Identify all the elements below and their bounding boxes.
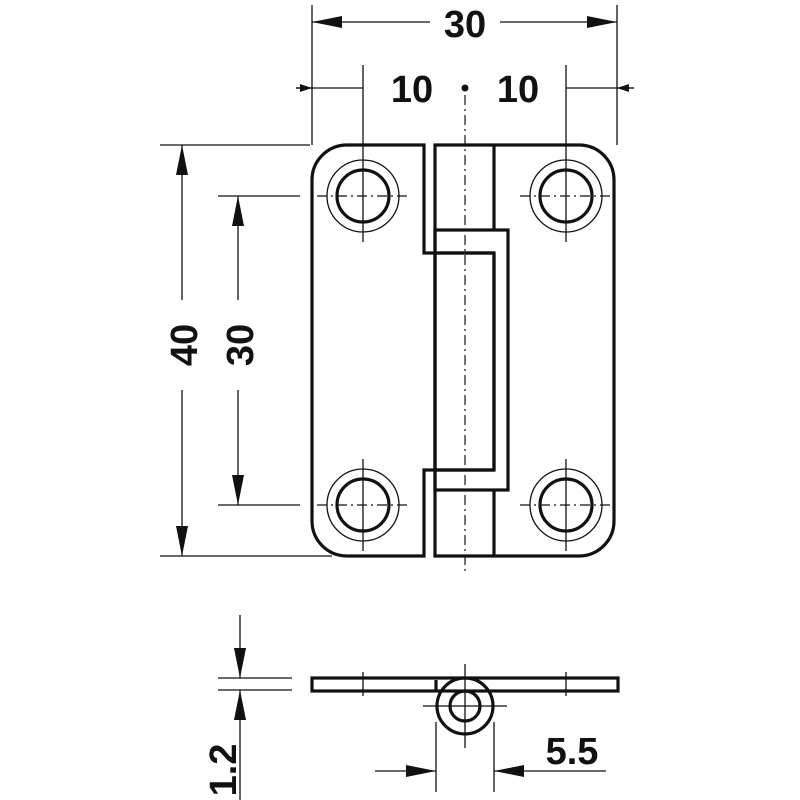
dimension-hole-offsets: 10 10 bbox=[296, 69, 634, 111]
screw-hole-top-left-icon bbox=[317, 65, 409, 242]
dim-label-overall-width: 30 bbox=[444, 4, 486, 46]
dim-label-hole-offset-left: 10 bbox=[391, 69, 433, 111]
dim-label-hole-offset-right: 10 bbox=[497, 69, 539, 111]
screw-hole-bottom-right-icon bbox=[520, 459, 612, 551]
dimension-overall-width: 30 bbox=[311, 4, 618, 145]
dimension-overall-height: 40 bbox=[160, 144, 332, 557]
right-leaf bbox=[433, 143, 616, 558]
side-view bbox=[310, 664, 620, 748]
dim-label-leaf-thickness: 1.2 bbox=[203, 744, 245, 797]
dimension-knuckle-diameter: 5.5 bbox=[375, 722, 606, 792]
dimension-leaf-thickness: 1.2 bbox=[203, 615, 292, 800]
screw-hole-bottom-left-icon bbox=[317, 459, 409, 551]
left-leaf bbox=[310, 143, 496, 558]
dimension-hole-spacing: 30 bbox=[218, 195, 300, 506]
dim-label-hole-spacing: 30 bbox=[220, 324, 262, 366]
screw-holes bbox=[317, 65, 612, 551]
knuckle bbox=[433, 228, 510, 492]
dim-label-knuckle-diameter: 5.5 bbox=[546, 731, 599, 773]
screw-hole-top-right-icon bbox=[520, 65, 612, 242]
dim-label-overall-height: 40 bbox=[164, 324, 206, 366]
front-view bbox=[310, 65, 616, 572]
